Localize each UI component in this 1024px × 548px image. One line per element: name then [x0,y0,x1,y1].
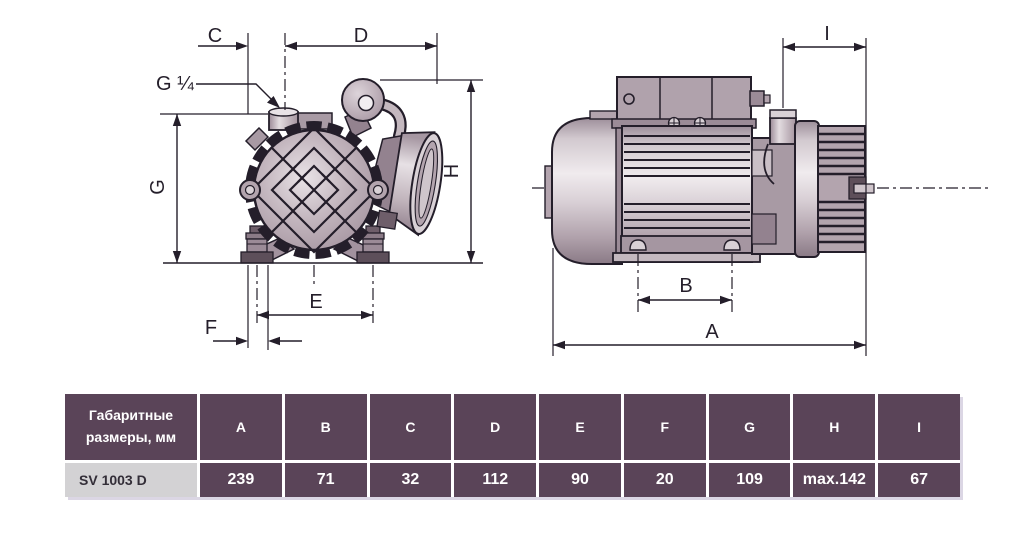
table-header-f: F [623,394,706,460]
table-value-h: max.142 [793,463,876,497]
dim-label-f: F [205,317,217,339]
table-header-e: E [539,394,621,460]
table-header-c: C [369,394,452,460]
table-value-f: 20 [623,463,706,497]
table-corner-header: Габаритные размеры, мм [65,394,197,460]
dimensional-drawing: C D G ¼ G H E [147,23,990,356]
front-view-feet [240,225,390,264]
dimensions-table: Габаритные размеры, мм A B C D E F G H I… [65,394,960,497]
table-header-i: I [878,394,960,460]
dim-label-g-quarter: G ¼ [156,73,194,95]
filter-ball [341,78,407,142]
head-left-tab [244,126,270,152]
dim-label-c: C [208,25,222,47]
coupling-section [751,109,799,255]
dim-label-h: H [441,164,463,178]
table-header-b: B [284,394,367,460]
table-value-i: 67 [878,463,960,497]
dim-label-i: I [824,23,830,45]
fan-cover [551,117,623,265]
table-header-d: D [454,394,537,460]
table-value-c: 32 [369,463,452,497]
table-value-e: 90 [539,463,621,497]
terminal-box [611,76,771,130]
dim-label-e: E [309,291,322,313]
table-model-cell: SV 1003 D [65,463,197,497]
table-value-a: 239 [200,463,282,497]
pump-side-view [532,76,990,265]
table-header-g: G [708,394,791,460]
dim-label-b: B [679,275,692,297]
front-view-dimensions: C D G ¼ G H E [147,25,483,350]
table-value-b: 71 [284,463,367,497]
table-header-a: A [200,394,282,460]
table-value-g: 109 [708,463,791,497]
finned-head [239,121,389,259]
dim-label-d: D [354,25,368,47]
dim-label-g: G [147,179,169,195]
side-view-dimensions: I B A [552,23,867,356]
table-value-d: 112 [454,463,537,497]
pump-head-side [794,120,875,258]
motor-base [612,235,761,263]
dim-label-a: A [705,321,719,343]
table-header-h: H [793,394,876,460]
pump-front-view [239,78,444,264]
